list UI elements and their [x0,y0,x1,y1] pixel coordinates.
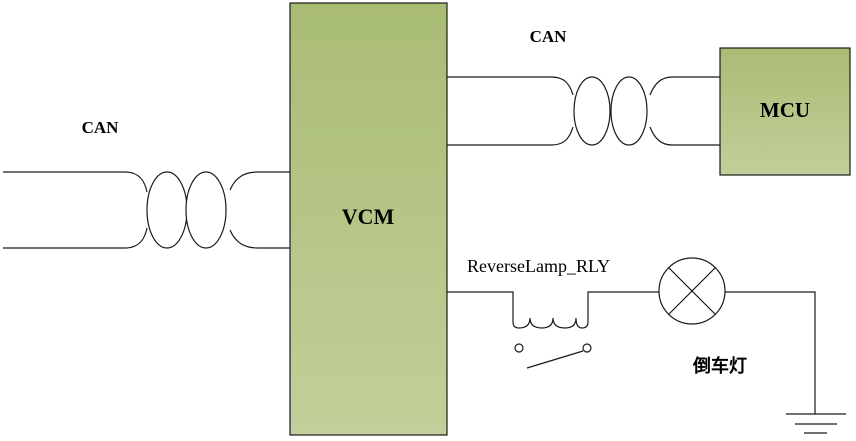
can-left-wire-bottom [3,227,148,249]
can-left-wire-top [3,171,148,193]
ground-symbol [786,413,846,434]
relay-out-wire [587,291,659,322]
ground-wire [725,291,816,414]
can-bus-right [447,76,720,146]
ferrite-ring-right-2 [610,76,648,146]
ferrite-ring-left-1 [146,171,188,249]
can-label-left: CAN [82,118,120,137]
lamp-label: 倒车灯 [692,355,747,376]
can-right-tail [649,76,720,146]
vcm-label: VCM [342,204,395,229]
relay-contact-left [514,343,524,353]
relay-contact-right [582,343,592,353]
relay-feed-wire [447,291,514,322]
can-bus-left [3,171,290,249]
relay-label: ReverseLamp_RLY [467,256,610,276]
ferrite-ring-left-2 [185,171,227,249]
can-label-right: CAN [530,27,568,46]
can-right-wire-top [447,76,574,96]
ferrite-ring-right-1 [573,76,611,146]
mcu-label: MCU [760,98,810,122]
reverse-lamp [658,257,726,325]
can-left-tail-arc [229,171,259,249]
can-right-wire-bottom [447,126,574,146]
lamp-cross-2 [668,267,716,315]
relay-circuit [447,291,659,369]
relay-switch-arm [526,350,584,369]
vcm-block [289,2,448,436]
mcu-block [719,47,851,176]
relay-coil [512,317,589,329]
